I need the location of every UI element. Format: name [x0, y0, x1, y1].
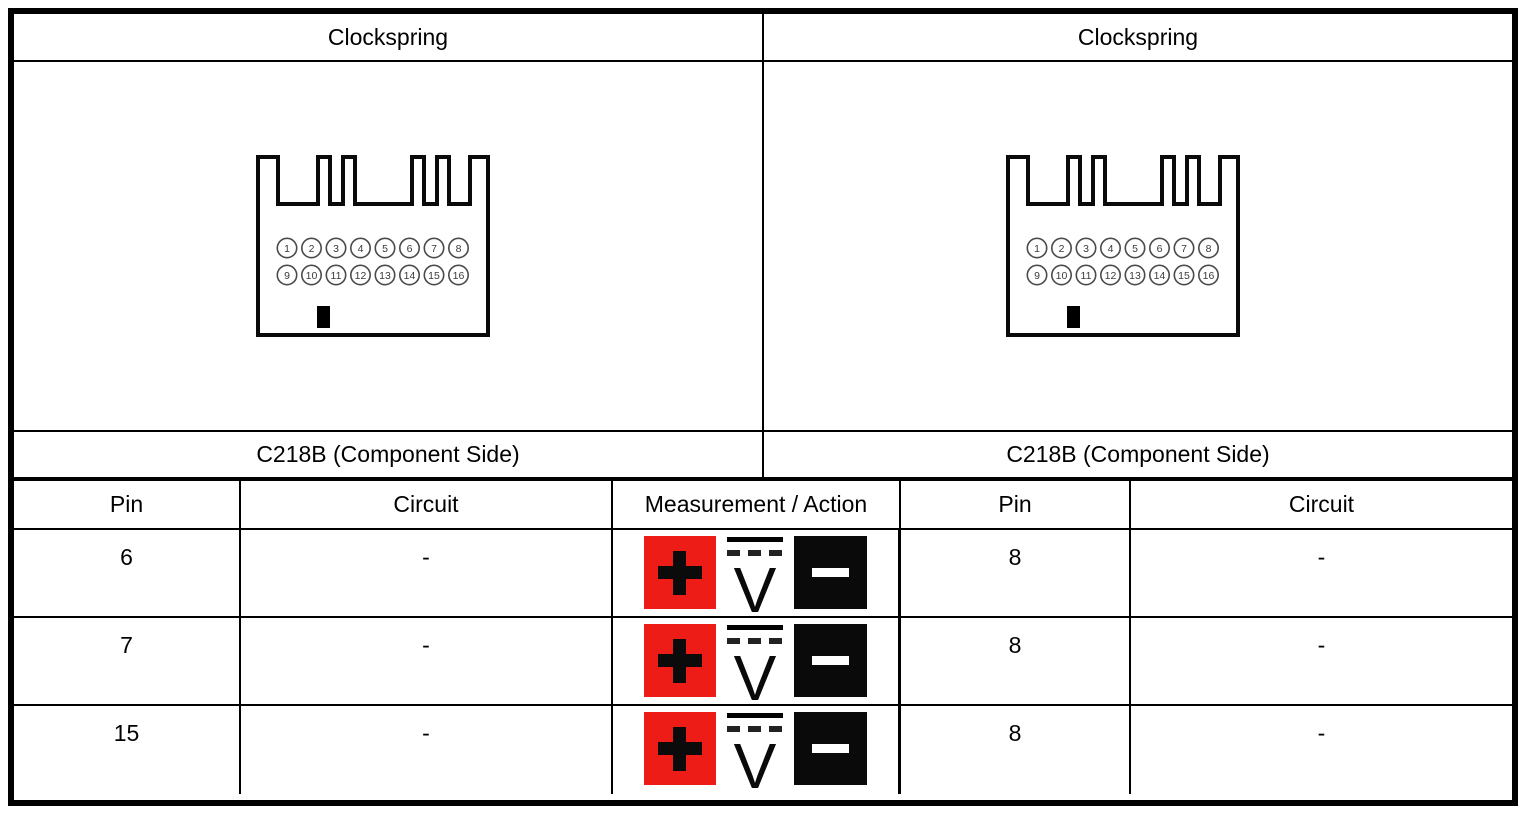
measurement-action-header: Measurement / Action	[613, 481, 901, 530]
dc-voltmeter-icon: V	[727, 625, 783, 702]
plus-icon	[658, 566, 702, 579]
right-connector-area	[764, 62, 1512, 430]
pin-test-table: Pin Circuit Measurement / Action Pin Cir…	[14, 477, 1512, 794]
panel-divider	[762, 14, 764, 477]
circuit-cell: -	[241, 530, 613, 618]
pin-cell: 7	[14, 618, 241, 706]
measurement-cell: V	[613, 618, 901, 706]
pin-cell: 8	[901, 530, 1131, 618]
minus-icon	[812, 568, 849, 577]
left-panel-title: Clockspring	[14, 14, 762, 62]
negative-lead-icon	[794, 536, 867, 609]
dc-voltmeter-icon: V	[727, 537, 783, 614]
left-connector-panel: Clockspring C218B (Component Side)	[14, 14, 762, 477]
pin-cell: 8	[901, 618, 1131, 706]
voltmeter-letter: V	[734, 642, 777, 702]
circuit-cell: -	[241, 618, 613, 706]
pin-cell: 15	[14, 706, 241, 794]
right-panel-caption: C218B (Component Side)	[764, 430, 1512, 477]
right-panel-title: Clockspring	[764, 14, 1512, 62]
negative-lead-icon	[794, 712, 867, 785]
circuit-cell: -	[1131, 618, 1512, 706]
pin-cell: 8	[901, 706, 1131, 794]
dc-voltmeter-icon: V	[727, 713, 783, 790]
pin-header: Pin	[901, 481, 1131, 530]
plus-icon	[658, 742, 702, 755]
positive-lead-icon	[644, 624, 716, 697]
plus-icon	[658, 654, 702, 667]
voltmeter-letter: V	[734, 730, 777, 790]
left-panel-caption: C218B (Component Side)	[14, 430, 762, 477]
circuit-cell: -	[241, 706, 613, 794]
minus-icon	[812, 656, 849, 665]
pin-header: Pin	[14, 481, 241, 530]
circuit-cell: -	[1131, 706, 1512, 794]
circuit-header: Circuit	[1131, 481, 1512, 530]
positive-lead-icon	[644, 536, 716, 609]
voltmeter-letter: V	[734, 554, 777, 614]
measurement-cell: V	[613, 706, 901, 794]
positive-lead-icon	[644, 712, 716, 785]
pin-cell: 6	[14, 530, 241, 618]
right-connector-panel: Clockspring C218B (Component Side)	[764, 14, 1512, 477]
connector-panels: Clockspring C218B (Component Side) Clock…	[14, 14, 1512, 477]
diagram-sheet: Clockspring C218B (Component Side) Clock…	[8, 8, 1518, 806]
minus-icon	[812, 744, 849, 753]
measurement-cell: V	[613, 530, 901, 618]
negative-lead-icon	[794, 624, 867, 697]
connector-diagram	[256, 155, 492, 337]
left-connector-area	[14, 62, 762, 430]
circuit-cell: -	[1131, 530, 1512, 618]
connector-diagram	[1006, 155, 1242, 337]
circuit-header: Circuit	[241, 481, 613, 530]
